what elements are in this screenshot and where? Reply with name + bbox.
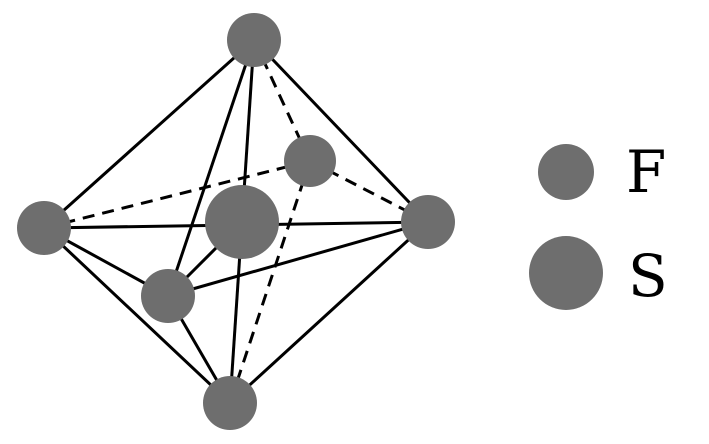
fluorine-atom-left	[17, 201, 71, 255]
fluorine-atom-bottom	[203, 376, 257, 430]
bond-top-front	[166, 39, 256, 297]
bond-top-right	[252, 38, 430, 224]
legend-sulfur-marker	[529, 236, 603, 310]
legend-fluorine-label: F	[626, 138, 666, 206]
legend-fluorine-marker	[538, 144, 594, 200]
atoms	[17, 13, 455, 430]
dashed-bond-back-bottom	[228, 160, 312, 404]
dashed-bond-left-back	[43, 159, 311, 230]
bond-top-left	[42, 38, 256, 230]
legend: F S	[529, 138, 668, 310]
fluorine-atom-front	[141, 269, 195, 323]
fluorine-atom-right	[401, 195, 455, 249]
bond-right-bottom	[228, 220, 430, 405]
fluorine-atom-back	[284, 135, 336, 187]
bond-front-right	[167, 220, 429, 298]
sulfur-atom-center	[205, 185, 279, 259]
fluorine-atom-top	[227, 13, 281, 67]
legend-sulfur-label: S	[628, 242, 668, 310]
bond-left-bottom	[42, 226, 232, 405]
